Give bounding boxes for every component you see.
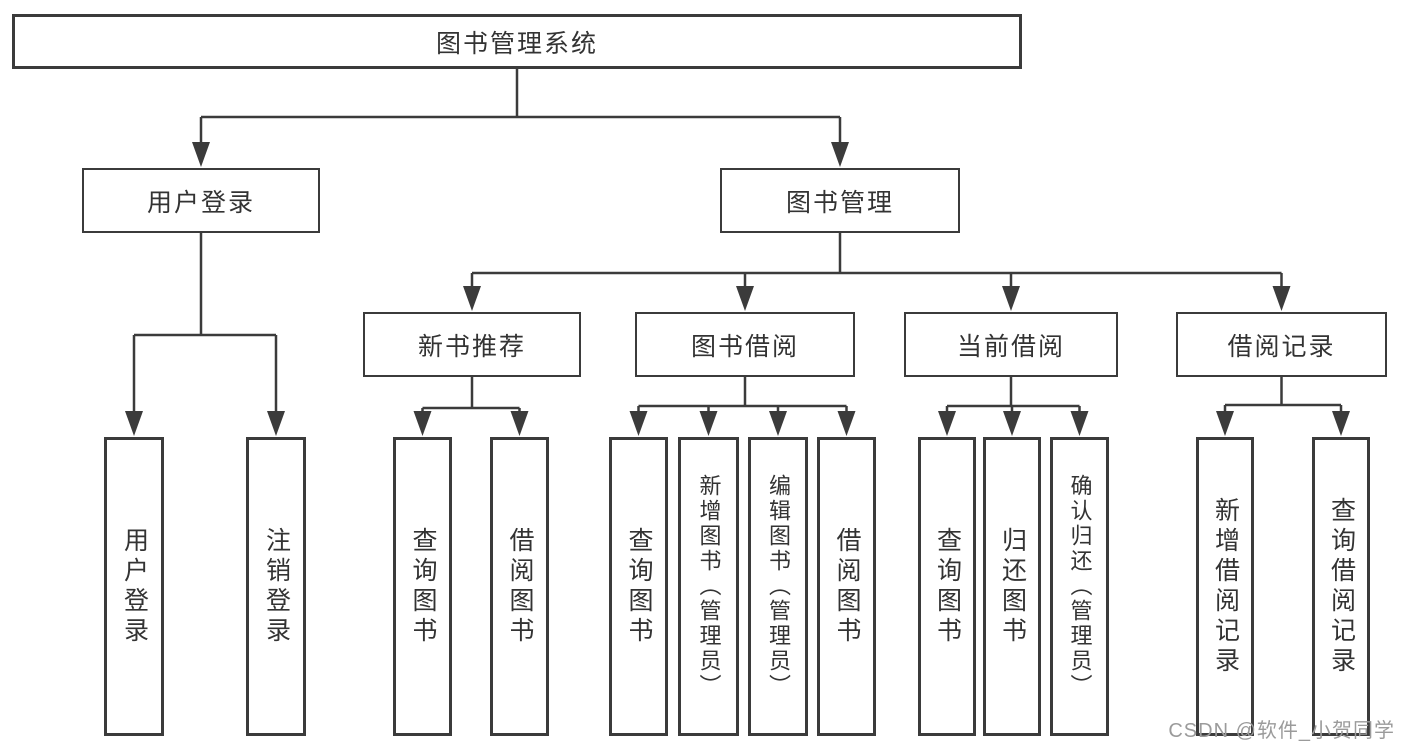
leaf-logout: 注销登录 — [246, 437, 306, 736]
leaf-current-confirm-return-admin: 确认归还（管理员） — [1050, 437, 1109, 736]
node-root: 图书管理系统 — [12, 14, 1022, 69]
leaf-current-return-books: 归还图书 — [983, 437, 1041, 736]
node-borrow-records: 借阅记录 — [1176, 312, 1387, 377]
leaf-user-login: 用户登录 — [104, 437, 164, 736]
leaf-recommend-query-books: 查询图书 — [393, 437, 452, 736]
node-book-management: 图书管理 — [720, 168, 960, 233]
leaf-records-add-record: 新增借阅记录 — [1196, 437, 1254, 736]
leaf-borrow-edit-books-admin: 编辑图书（管理员） — [748, 437, 808, 736]
node-new-book-recommend: 新书推荐 — [363, 312, 581, 377]
leaf-borrow-add-books-admin: 新增图书（管理员） — [678, 437, 739, 736]
node-current-borrow: 当前借阅 — [904, 312, 1118, 377]
leaf-records-query-record: 查询借阅记录 — [1312, 437, 1370, 736]
leaf-borrow-borrow-books: 借阅图书 — [817, 437, 876, 736]
leaf-borrow-query-books: 查询图书 — [609, 437, 668, 736]
leaf-current-query-books: 查询图书 — [918, 437, 976, 736]
node-user-login: 用户登录 — [82, 168, 320, 233]
arrowheads — [125, 142, 1350, 436]
node-book-borrow: 图书借阅 — [635, 312, 855, 377]
leaf-recommend-borrow-books: 借阅图书 — [490, 437, 549, 736]
csdn-watermark: CSDN @软件_小贺同学 — [1168, 720, 1395, 742]
